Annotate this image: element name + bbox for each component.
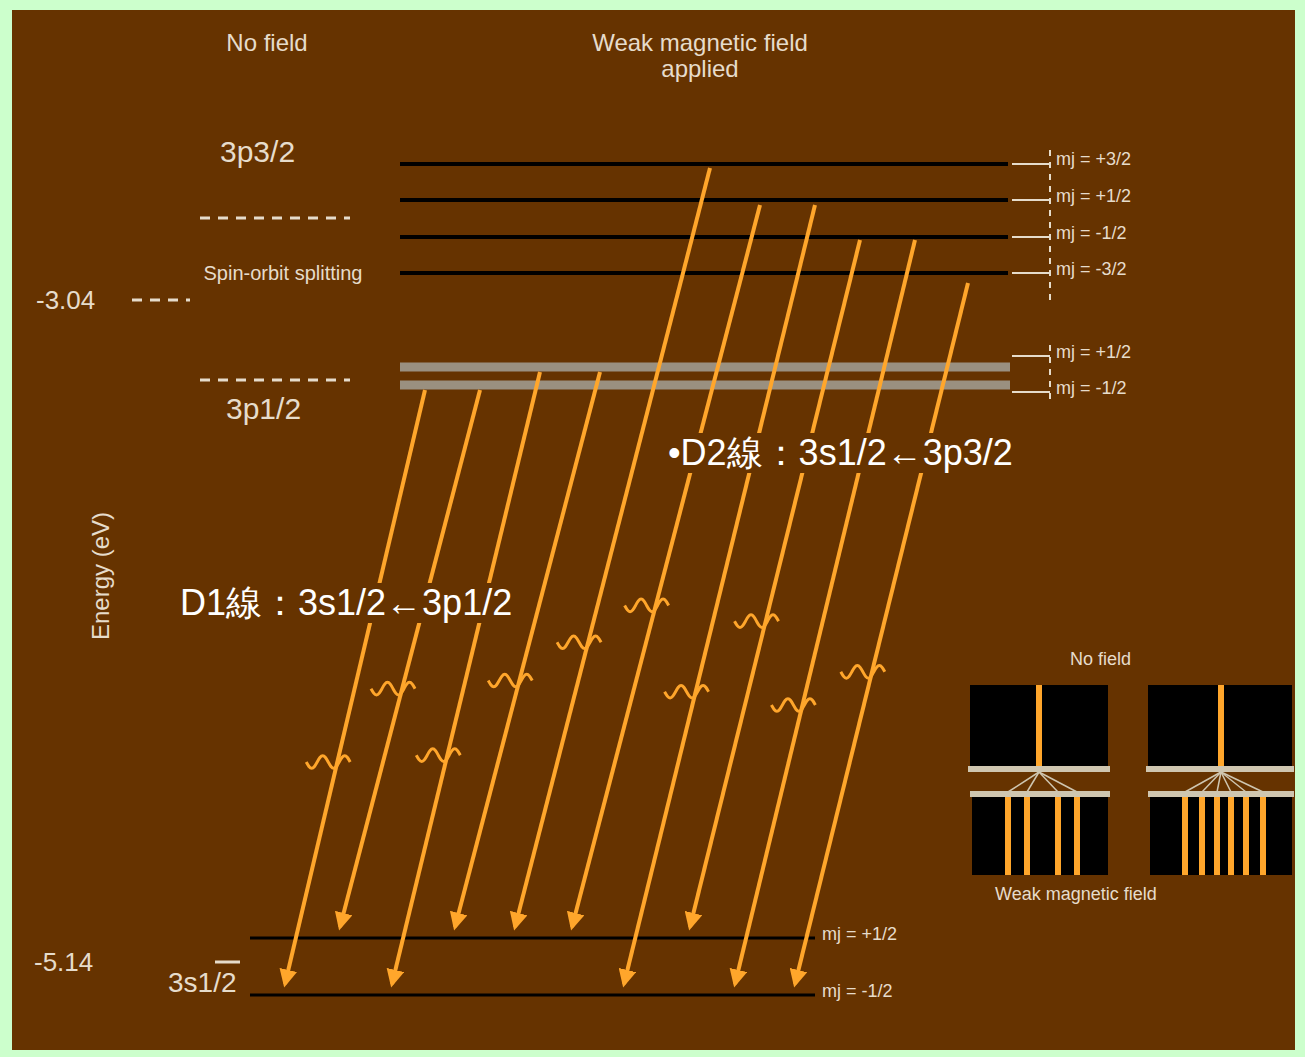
quantum-number-label: mj = -1/2 <box>1056 379 1127 399</box>
transition-arrows <box>285 168 968 984</box>
fan-line <box>1217 772 1221 792</box>
fan-line <box>1027 772 1039 792</box>
transition-arrow <box>795 283 968 984</box>
quantum-number-label: mj = -1/2 <box>822 982 893 1002</box>
spectral-line <box>1024 797 1030 875</box>
spectral-line <box>1055 797 1061 875</box>
heading-label: Weak magnetic field <box>995 885 1157 905</box>
spectral-line <box>1228 797 1234 875</box>
heading-label: No field <box>1070 650 1131 670</box>
spectral-line <box>1199 797 1205 875</box>
axis-title: Energy (eV) <box>88 512 114 640</box>
photon-squiggle <box>735 615 779 628</box>
fan-line <box>1185 772 1221 792</box>
transition-arrow <box>455 372 600 927</box>
photon-squiggle <box>841 666 885 679</box>
spectrum-inset <box>968 685 1294 875</box>
photon-squiggle <box>771 699 815 712</box>
fan-line <box>1039 772 1058 792</box>
term-symbol: 3s1/2 <box>168 968 237 999</box>
transition-arrow <box>340 390 480 927</box>
heading-label: Weak magnetic field applied <box>575 30 825 83</box>
photon-squiggle <box>416 749 460 762</box>
spectral-line <box>1214 797 1220 875</box>
transition-arrow <box>515 168 710 927</box>
photon-squiggle <box>306 756 350 769</box>
quantum-number-label: mj = +3/2 <box>1056 150 1131 170</box>
photon-squiggle <box>665 685 709 698</box>
quantum-number-label: mj = +1/2 <box>1056 187 1131 207</box>
photon-squiggle <box>488 674 532 687</box>
fan-line <box>1202 772 1221 792</box>
quantum-number-label: mj = +1/2 <box>1056 343 1131 363</box>
transition-arrow <box>285 390 425 984</box>
term-symbol: 3p3/2 <box>220 135 295 168</box>
photon-squiggle <box>625 599 669 612</box>
line-caption: D1線：3s1/2←3p1/2 <box>176 583 516 623</box>
quantum-number-label: mj = -1/2 <box>1056 224 1127 244</box>
spectral-line <box>1243 797 1249 875</box>
spectral-line <box>1074 797 1080 875</box>
term-symbol: 3p1/2 <box>226 392 301 425</box>
energy-value: -3.04 <box>36 286 95 315</box>
photon-squiggle <box>557 636 601 649</box>
fan-line <box>1039 772 1077 792</box>
transition-arrow <box>624 205 815 984</box>
photon-squiggle <box>371 682 415 695</box>
fan-line <box>1008 772 1039 792</box>
fan-line <box>1221 772 1263 792</box>
line-caption: •D2線：3s1/2←3p3/2 <box>664 433 1017 473</box>
spectral-line <box>1005 797 1011 875</box>
energy-levels <box>132 150 1050 995</box>
heading-label: No field <box>222 30 312 56</box>
energy-value: -5.14 <box>34 948 93 977</box>
quantum-number-label: mj = -3/2 <box>1056 260 1127 280</box>
spectral-line <box>1260 797 1266 875</box>
quantum-number-label: mj = +1/2 <box>822 925 897 945</box>
spectral-line <box>1182 797 1188 875</box>
heading-label: Spin-orbit splitting <box>198 262 368 284</box>
